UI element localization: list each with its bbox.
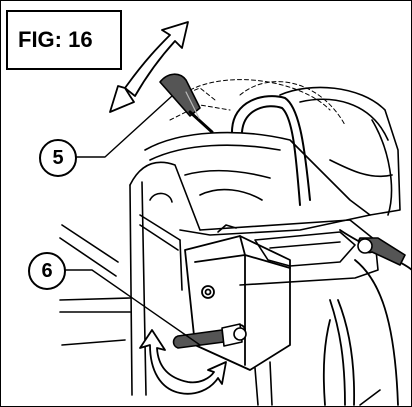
figure-label-box: FIG: 16 — [6, 10, 122, 70]
figure-label: FIG: 16 — [18, 27, 93, 52]
lever-right — [357, 237, 406, 266]
clamp-bracket — [199, 219, 379, 286]
callout-6: 6 — [28, 252, 66, 290]
handle-loop — [231, 95, 311, 206]
cables — [322, 229, 412, 406]
lower-legs — [254, 361, 381, 406]
callout-6-number: 6 — [41, 259, 53, 282]
leader-lines — [61, 95, 201, 346]
callout-5: 5 — [39, 139, 77, 177]
side-panel — [129, 161, 201, 396]
callout-5-number: 5 — [52, 146, 64, 169]
motion-arrow-upper — [109, 21, 189, 113]
frame-rails — [59, 224, 131, 346]
gearbox-block — [184, 235, 291, 371]
lever-upper — [159, 73, 214, 134]
lever-lower — [172, 323, 247, 349]
motion-arrow-lower — [139, 329, 227, 395]
top-tray — [144, 131, 371, 236]
rear-housing — [279, 86, 401, 216]
